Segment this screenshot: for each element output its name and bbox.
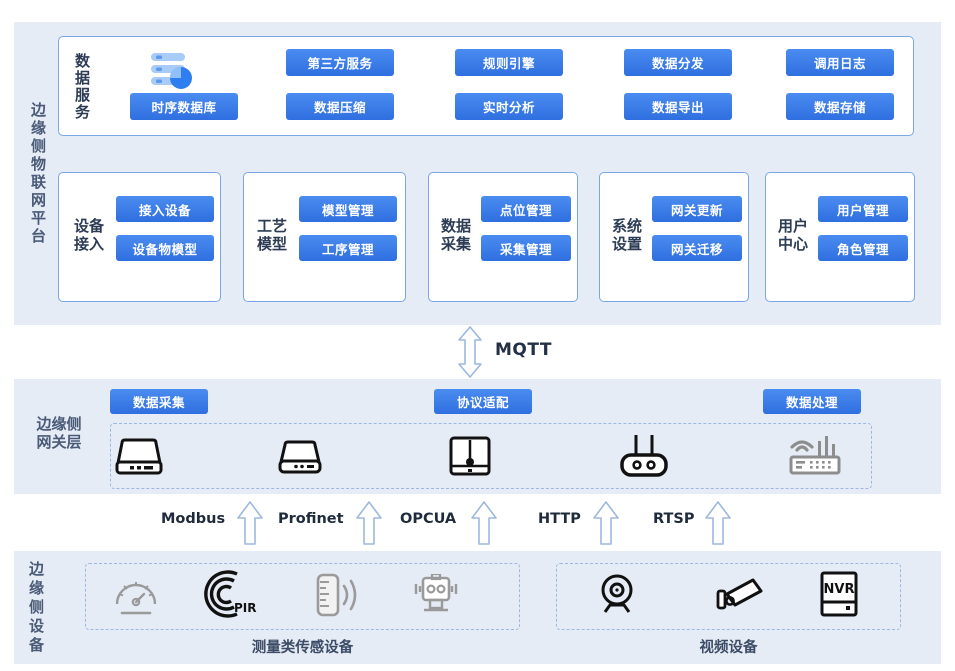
button-point-management[interactable]: 点位管理 xyxy=(481,196,571,222)
button-timeseries-db[interactable]: 时序数据库 xyxy=(130,93,238,120)
button-call-log[interactable]: 调用日志 xyxy=(786,49,894,76)
module-label-process-model: 工艺模型 xyxy=(250,217,294,253)
button-process-management[interactable]: 工序管理 xyxy=(299,235,397,261)
module-label-line1: 工艺模型 xyxy=(256,217,287,253)
gateway-box-icon xyxy=(112,437,166,477)
video-devices-caption: 视频设备 xyxy=(699,640,758,656)
gauge-sensor-icon xyxy=(110,574,162,620)
protocol-label-rtsp: RTSP xyxy=(653,511,695,527)
double-arrow-vertical-icon xyxy=(455,325,485,379)
protocol-label-modbus: Modbus xyxy=(161,511,226,527)
button-collection-management[interactable]: 采集管理 xyxy=(481,235,571,261)
module-panel-user-center: 用户中心 用户管理 角色管理 xyxy=(765,172,915,302)
button-gateway-update[interactable]: 网关更新 xyxy=(652,196,742,222)
button-user-management[interactable]: 用户管理 xyxy=(818,196,908,222)
button-access-device[interactable]: 接入设备 xyxy=(116,196,214,222)
device-side-label: 边缘侧设备 xyxy=(27,561,45,656)
video-devices-dashed-box xyxy=(556,563,901,630)
data-service-label: 数据服务 xyxy=(73,53,91,121)
pir-sensor-text: PIR xyxy=(234,601,257,615)
button-realtime-analysis[interactable]: 实时分析 xyxy=(455,93,563,120)
button-role-management[interactable]: 角色管理 xyxy=(818,235,908,261)
measurement-devices-dashed-box xyxy=(85,563,520,630)
module-panel-data-collection: 数据采集 点位管理 采集管理 xyxy=(428,172,578,302)
measurement-devices-caption: 测量类传感设备 xyxy=(251,640,354,656)
device-section-band xyxy=(14,551,941,664)
nvr-icon: NVR xyxy=(818,570,860,618)
data-service-panel: 数据服务 时序数据库 第三方服务 数据压缩 规则引擎 实时分析 数据分发 数据导… xyxy=(58,36,914,136)
arrow-up-icon xyxy=(355,500,383,546)
arrow-up-icon xyxy=(236,500,264,546)
button-gateway-data-collection[interactable]: 数据采集 xyxy=(110,389,208,414)
mqtt-label: MQTT xyxy=(495,340,552,360)
button-protocol-adaptation[interactable]: 协议适配 xyxy=(434,389,532,414)
gateway-side-label-line2: 网关层 xyxy=(36,432,82,451)
database-chart-icon xyxy=(147,51,199,93)
ultrasonic-sensor-icon xyxy=(312,572,362,620)
module-panel-device-access: 设备接入 接入设备 设备物模型 xyxy=(58,172,221,302)
button-model-management[interactable]: 模型管理 xyxy=(299,196,397,222)
pir-sensor-icon: PIR xyxy=(203,570,259,620)
gateway-box-small-icon xyxy=(274,440,326,476)
gateway-antenna-icon xyxy=(618,433,670,478)
module-label-user-center: 用户中心 xyxy=(771,217,815,253)
nvr-text: NVR xyxy=(824,582,855,597)
module-panel-process-model: 工艺模型 模型管理 工序管理 xyxy=(243,172,406,302)
module-label-line1: 设备接入 xyxy=(73,217,104,253)
gateway-side-label-line1: 边缘侧 xyxy=(36,415,82,433)
arrow-up-icon xyxy=(470,500,498,546)
module-label-device-access: 设备接入 xyxy=(67,217,111,253)
bullet-camera-icon xyxy=(713,574,765,618)
button-gateway-migration[interactable]: 网关迁移 xyxy=(652,235,742,261)
button-rule-engine[interactable]: 规则引擎 xyxy=(455,49,563,76)
arrow-up-icon xyxy=(592,500,620,546)
protocol-label-profinet: Profinet xyxy=(278,511,344,527)
gateway-panel-icon xyxy=(448,435,492,477)
button-data-processing[interactable]: 数据处理 xyxy=(763,389,861,414)
protocol-label-http: HTTP xyxy=(538,511,581,527)
button-device-thing-model[interactable]: 设备物模型 xyxy=(116,235,214,261)
module-label-line1: 用户中心 xyxy=(777,217,808,253)
module-label-line1: 系统设置 xyxy=(611,217,642,253)
button-third-party-service[interactable]: 第三方服务 xyxy=(286,49,394,76)
protocol-label-opcua: OPCUA xyxy=(400,511,457,527)
button-data-compression[interactable]: 数据压缩 xyxy=(286,93,394,120)
platform-side-label: 边缘侧物联网平台 xyxy=(29,101,47,246)
wifi-router-icon xyxy=(788,433,844,477)
module-label-line1: 数据采集 xyxy=(440,217,471,253)
button-data-storage[interactable]: 数据存储 xyxy=(786,93,894,120)
module-panel-system-settings: 系统设置 网关更新 网关迁移 xyxy=(599,172,749,302)
gateway-devices-dashed-box xyxy=(110,423,872,489)
dome-camera-icon xyxy=(594,572,640,618)
module-label-system-settings: 系统设置 xyxy=(605,217,649,253)
button-data-distribution[interactable]: 数据分发 xyxy=(624,49,732,76)
gateway-side-label: 边缘侧 网关层 xyxy=(14,415,104,451)
machine-sensor-icon xyxy=(410,574,462,618)
button-data-export[interactable]: 数据导出 xyxy=(624,93,732,120)
arrow-up-icon xyxy=(704,500,732,546)
module-label-data-collection: 数据采集 xyxy=(434,217,478,253)
